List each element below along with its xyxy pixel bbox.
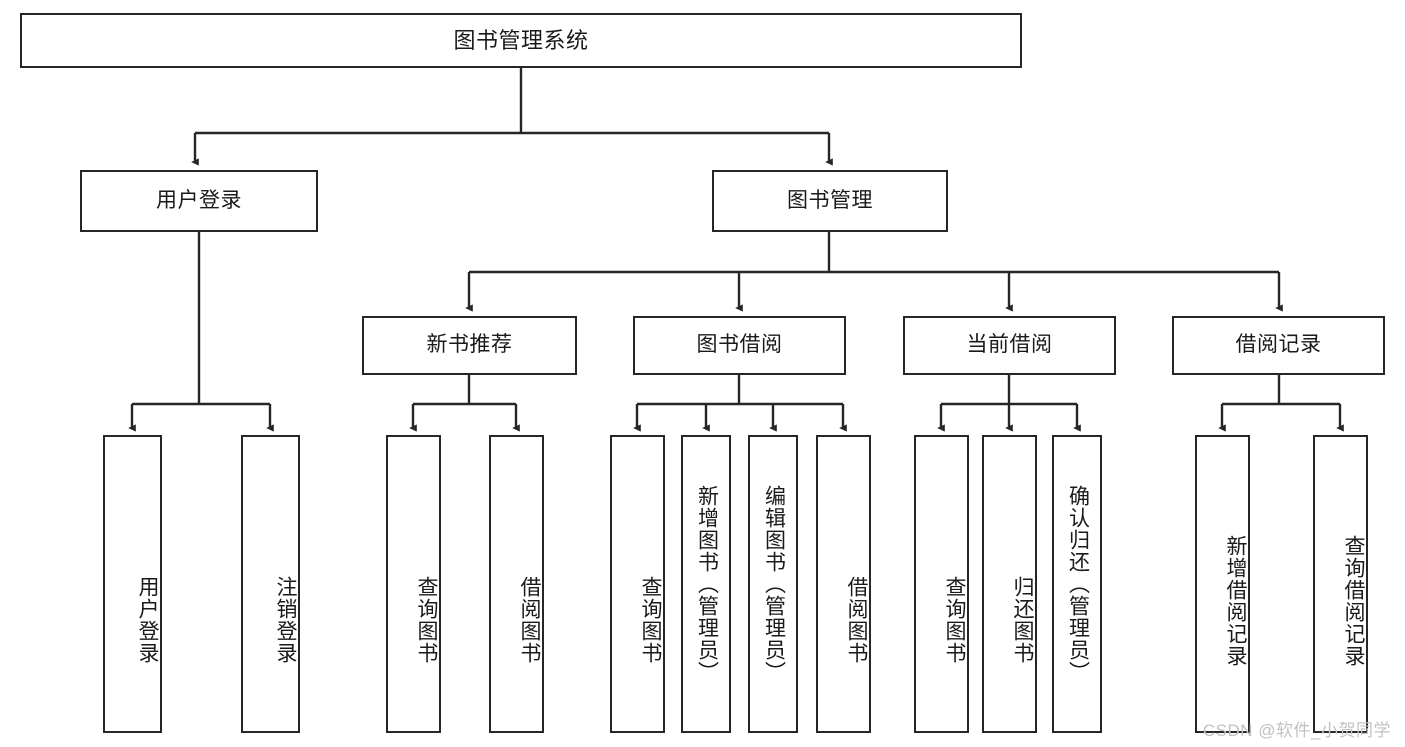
leaf-query-book-current[interactable]: 查询图书 xyxy=(914,435,969,733)
leaf-query-book-borrow[interactable]: 查询图书 xyxy=(610,435,665,733)
leaf-query-book-recommend[interactable]: 查询图书 xyxy=(386,435,441,733)
node-label: 查询借阅记录 xyxy=(1342,535,1365,667)
node-label: 图书管理系统 xyxy=(453,27,589,53)
node-label: 查询图书 xyxy=(943,576,966,664)
node-label: 编辑图书（管理员） xyxy=(762,485,786,683)
node-label: 新增借阅记录 xyxy=(1224,535,1247,667)
leaf-add-borrow-record[interactable]: 新增借阅记录 xyxy=(1195,435,1250,733)
leaf-borrow-book-recommend[interactable]: 借阅图书 xyxy=(489,435,544,733)
node-label: 当前借阅 xyxy=(966,333,1053,357)
leaf-logout[interactable]: 注销登录 xyxy=(241,435,300,733)
leaf-user-login[interactable]: 用户登录 xyxy=(103,435,162,733)
node-label: 新增图书（管理员） xyxy=(695,485,719,683)
node-book-manage[interactable]: 图书管理 xyxy=(712,170,948,232)
node-current-borrow[interactable]: 当前借阅 xyxy=(903,316,1116,375)
node-user-login[interactable]: 用户登录 xyxy=(80,170,318,232)
node-label: 用户登录 xyxy=(136,576,159,664)
node-root-system[interactable]: 图书管理系统 xyxy=(20,13,1022,68)
node-new-book-recommend[interactable]: 新书推荐 xyxy=(362,316,577,375)
csdn-watermark: CSDN @软件_小贺同学 xyxy=(1202,721,1391,740)
node-label: 归还图书 xyxy=(1011,576,1034,664)
leaf-borrow-book-borrow[interactable]: 借阅图书 xyxy=(816,435,871,733)
node-label: 借阅图书 xyxy=(518,576,541,664)
node-label: 新书推荐 xyxy=(426,333,513,357)
leaf-edit-book-admin[interactable]: 编辑图书（管理员） xyxy=(748,435,798,733)
leaf-confirm-return-admin[interactable]: 确认归还（管理员） xyxy=(1052,435,1102,733)
node-borrow-record[interactable]: 借阅记录 xyxy=(1172,316,1385,375)
node-label: 确认归还（管理员） xyxy=(1066,485,1090,683)
node-label: 查询图书 xyxy=(639,576,662,664)
node-book-borrow[interactable]: 图书借阅 xyxy=(633,316,846,375)
leaf-query-borrow-record[interactable]: 查询借阅记录 xyxy=(1313,435,1368,733)
leaf-add-book-admin[interactable]: 新增图书（管理员） xyxy=(681,435,731,733)
leaf-return-book[interactable]: 归还图书 xyxy=(982,435,1037,733)
node-label: 图书借阅 xyxy=(696,333,783,357)
node-label: 注销登录 xyxy=(274,576,297,664)
node-label: 借阅图书 xyxy=(845,576,868,664)
node-label: 用户登录 xyxy=(156,188,242,212)
node-label: 查询图书 xyxy=(415,576,438,664)
node-label: 借阅记录 xyxy=(1235,333,1322,357)
node-label: 图书管理 xyxy=(787,188,873,212)
